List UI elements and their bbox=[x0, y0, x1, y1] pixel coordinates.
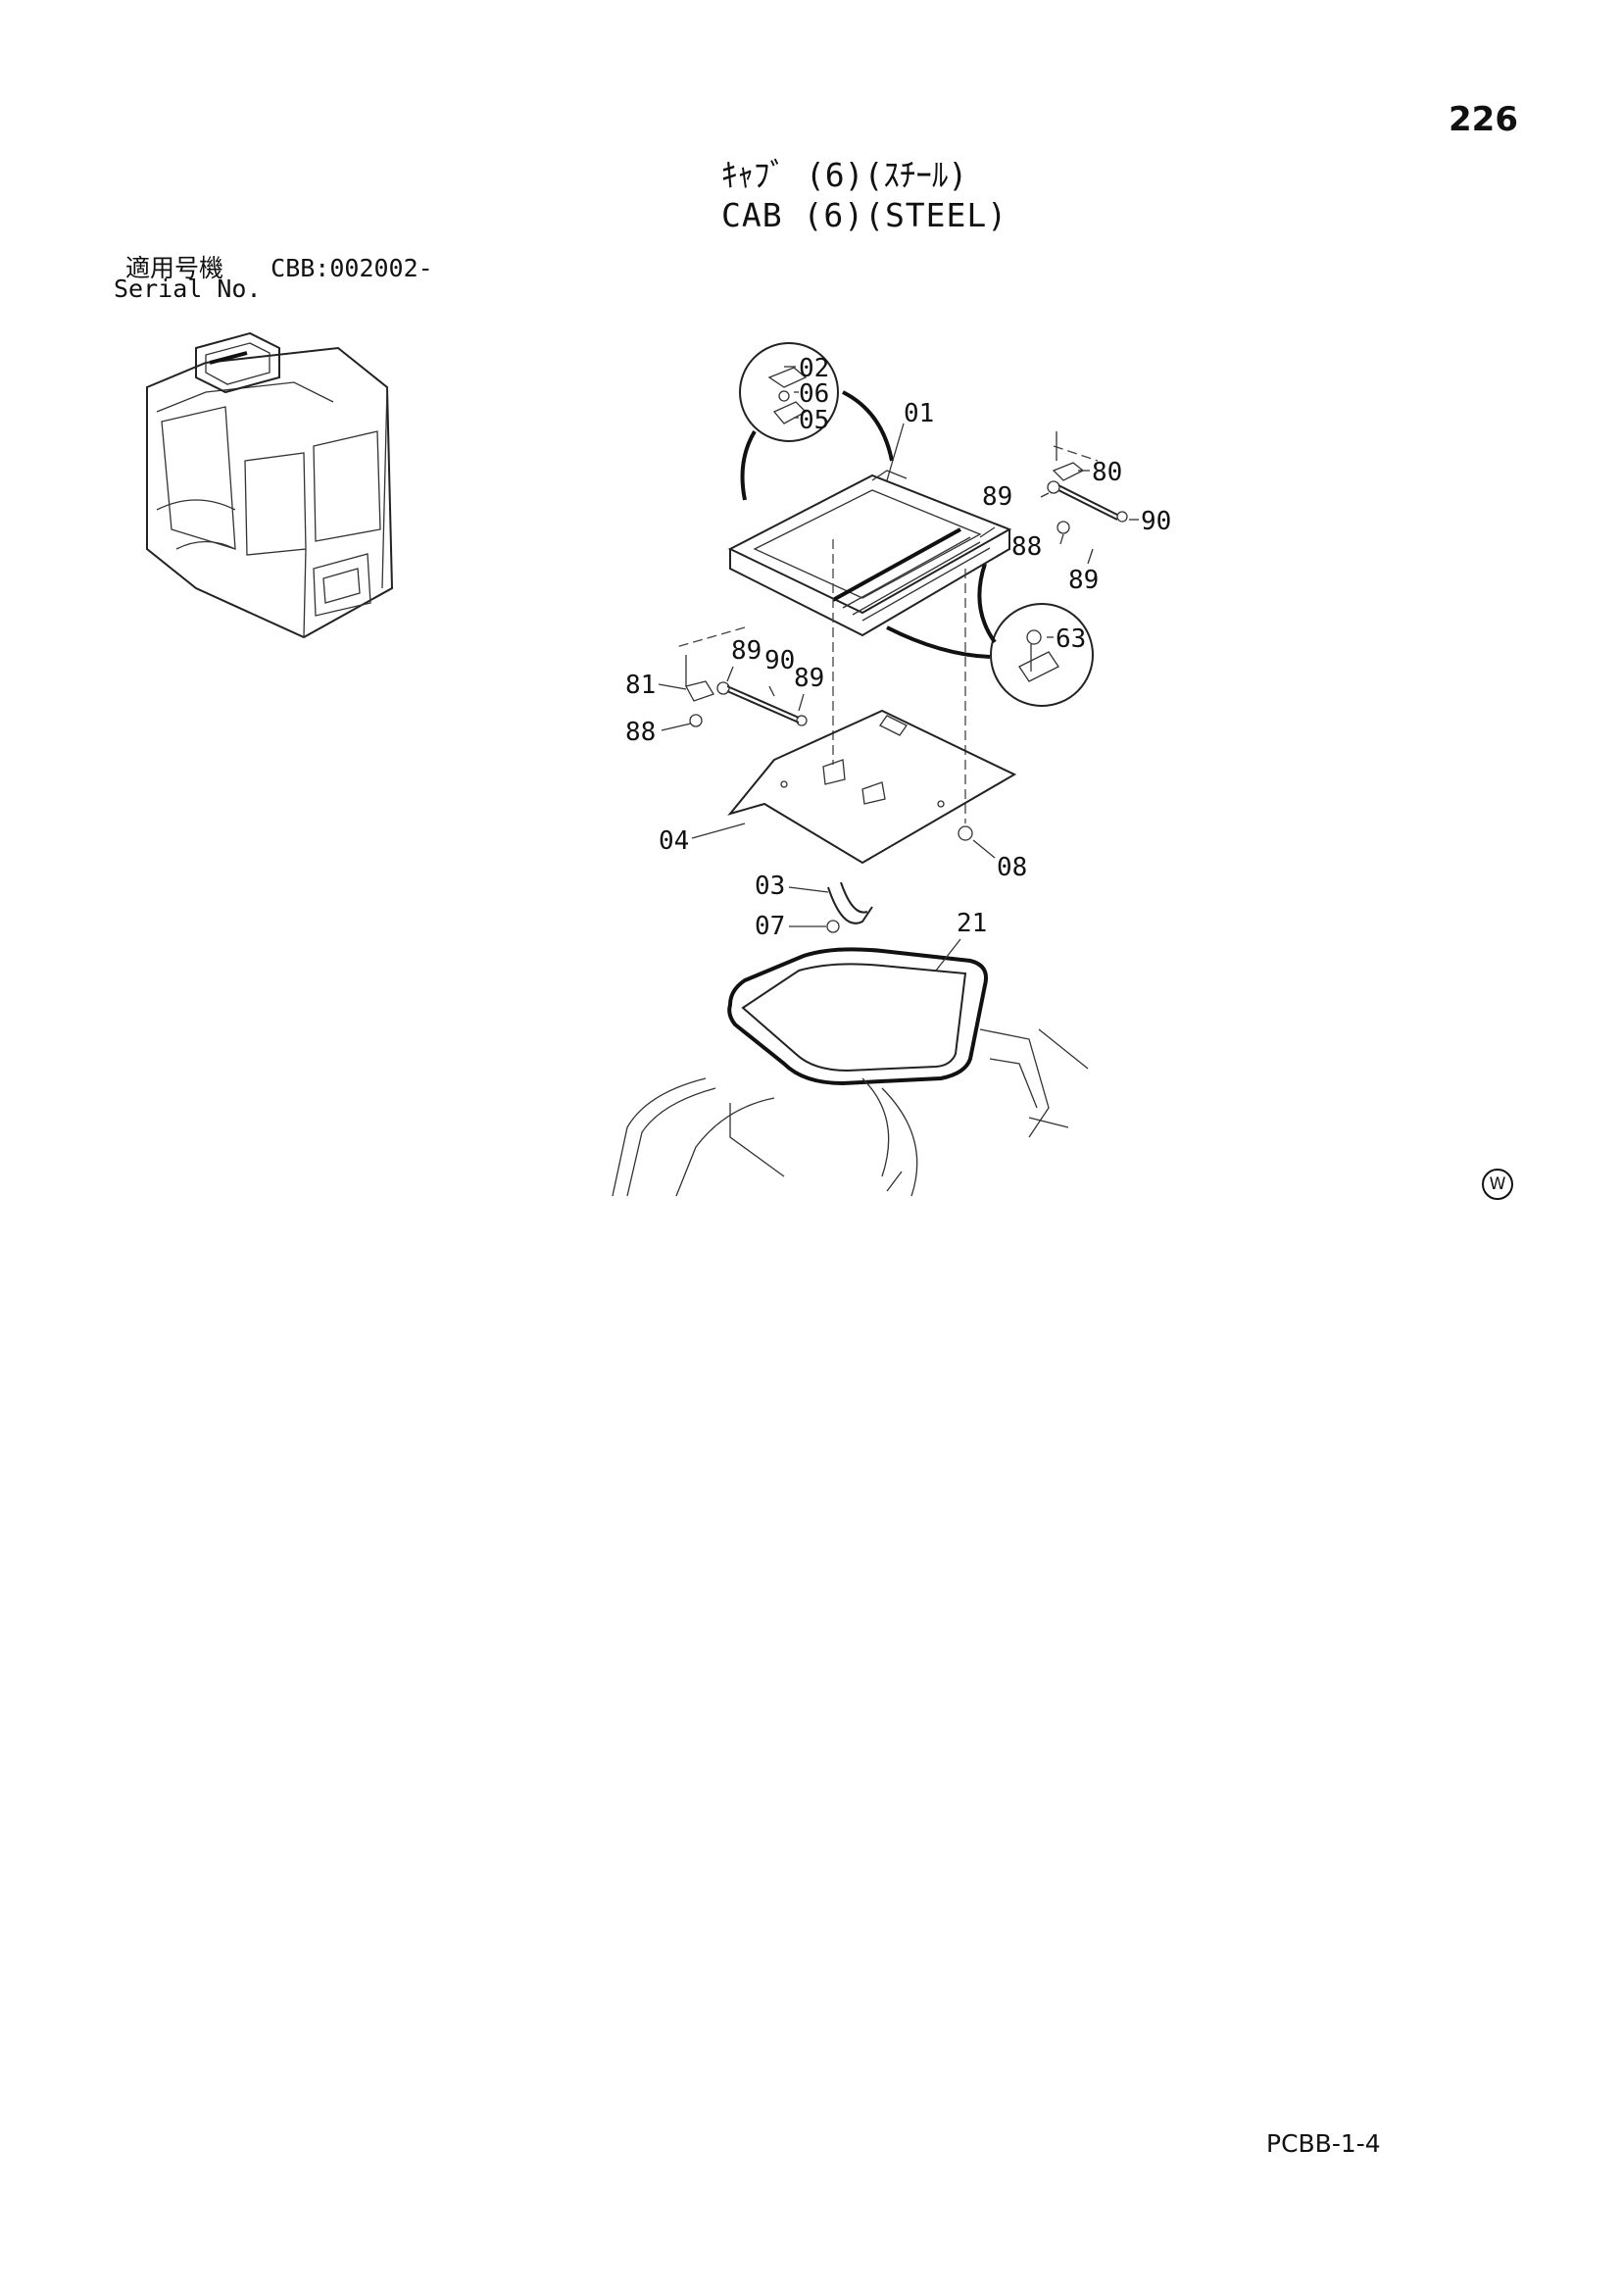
gas-strut-left bbox=[685, 655, 808, 727]
callout-06: 06 bbox=[799, 379, 829, 409]
callout-08: 08 bbox=[997, 853, 1027, 882]
callout-89-left-b: 89 bbox=[794, 664, 824, 693]
serial-label-jp: 適用号機 bbox=[125, 254, 224, 282]
title-japanese: ｷｬﾌﾞ (6)(ｽﾁｰﾙ) bbox=[721, 156, 968, 194]
roof-hatch-frame bbox=[727, 470, 1012, 637]
cab-thumbnail-illustration bbox=[146, 331, 394, 639]
serial-label-en: Serial No. bbox=[114, 275, 262, 303]
detail-circle-latch bbox=[739, 342, 839, 442]
callout-07: 07 bbox=[755, 912, 785, 941]
callout-88-upper: 88 bbox=[1011, 532, 1042, 562]
grab-handle bbox=[826, 881, 873, 933]
callout-88-left: 88 bbox=[625, 718, 656, 747]
callout-02: 02 bbox=[799, 354, 829, 383]
callout-05: 05 bbox=[799, 406, 829, 435]
footer-code: PCBB-1-4 bbox=[1266, 2129, 1381, 2158]
serial-label-jp-row: 適用号機 CBB:002002- bbox=[125, 249, 433, 284]
callout-90-upper: 90 bbox=[1141, 507, 1171, 536]
callout-89-upper-left: 89 bbox=[982, 482, 1012, 512]
weather-seal bbox=[727, 947, 988, 1086]
page-number: 226 bbox=[1449, 100, 1518, 139]
inner-trim-panel bbox=[727, 709, 1017, 865]
gas-strut-upper bbox=[1047, 431, 1128, 534]
callout-01: 01 bbox=[904, 399, 934, 428]
title-english: CAB (6)(STEEL) bbox=[721, 196, 1008, 234]
callout-04: 04 bbox=[659, 826, 689, 856]
detail-circle-bracket bbox=[990, 603, 1094, 707]
callout-03: 03 bbox=[755, 872, 785, 901]
callout-89-left-a: 89 bbox=[731, 636, 762, 666]
callout-81: 81 bbox=[625, 671, 656, 700]
callout-63: 63 bbox=[1056, 624, 1086, 654]
callout-21: 21 bbox=[957, 909, 987, 938]
serial-value: CBB:002002- bbox=[270, 254, 433, 282]
callout-90-left: 90 bbox=[764, 646, 795, 675]
callout-80: 80 bbox=[1092, 458, 1122, 487]
cab-body-outline bbox=[612, 1028, 1089, 1197]
callout-89-upper-right: 89 bbox=[1068, 566, 1099, 595]
watermark-circle-mark: W bbox=[1482, 1169, 1513, 1200]
